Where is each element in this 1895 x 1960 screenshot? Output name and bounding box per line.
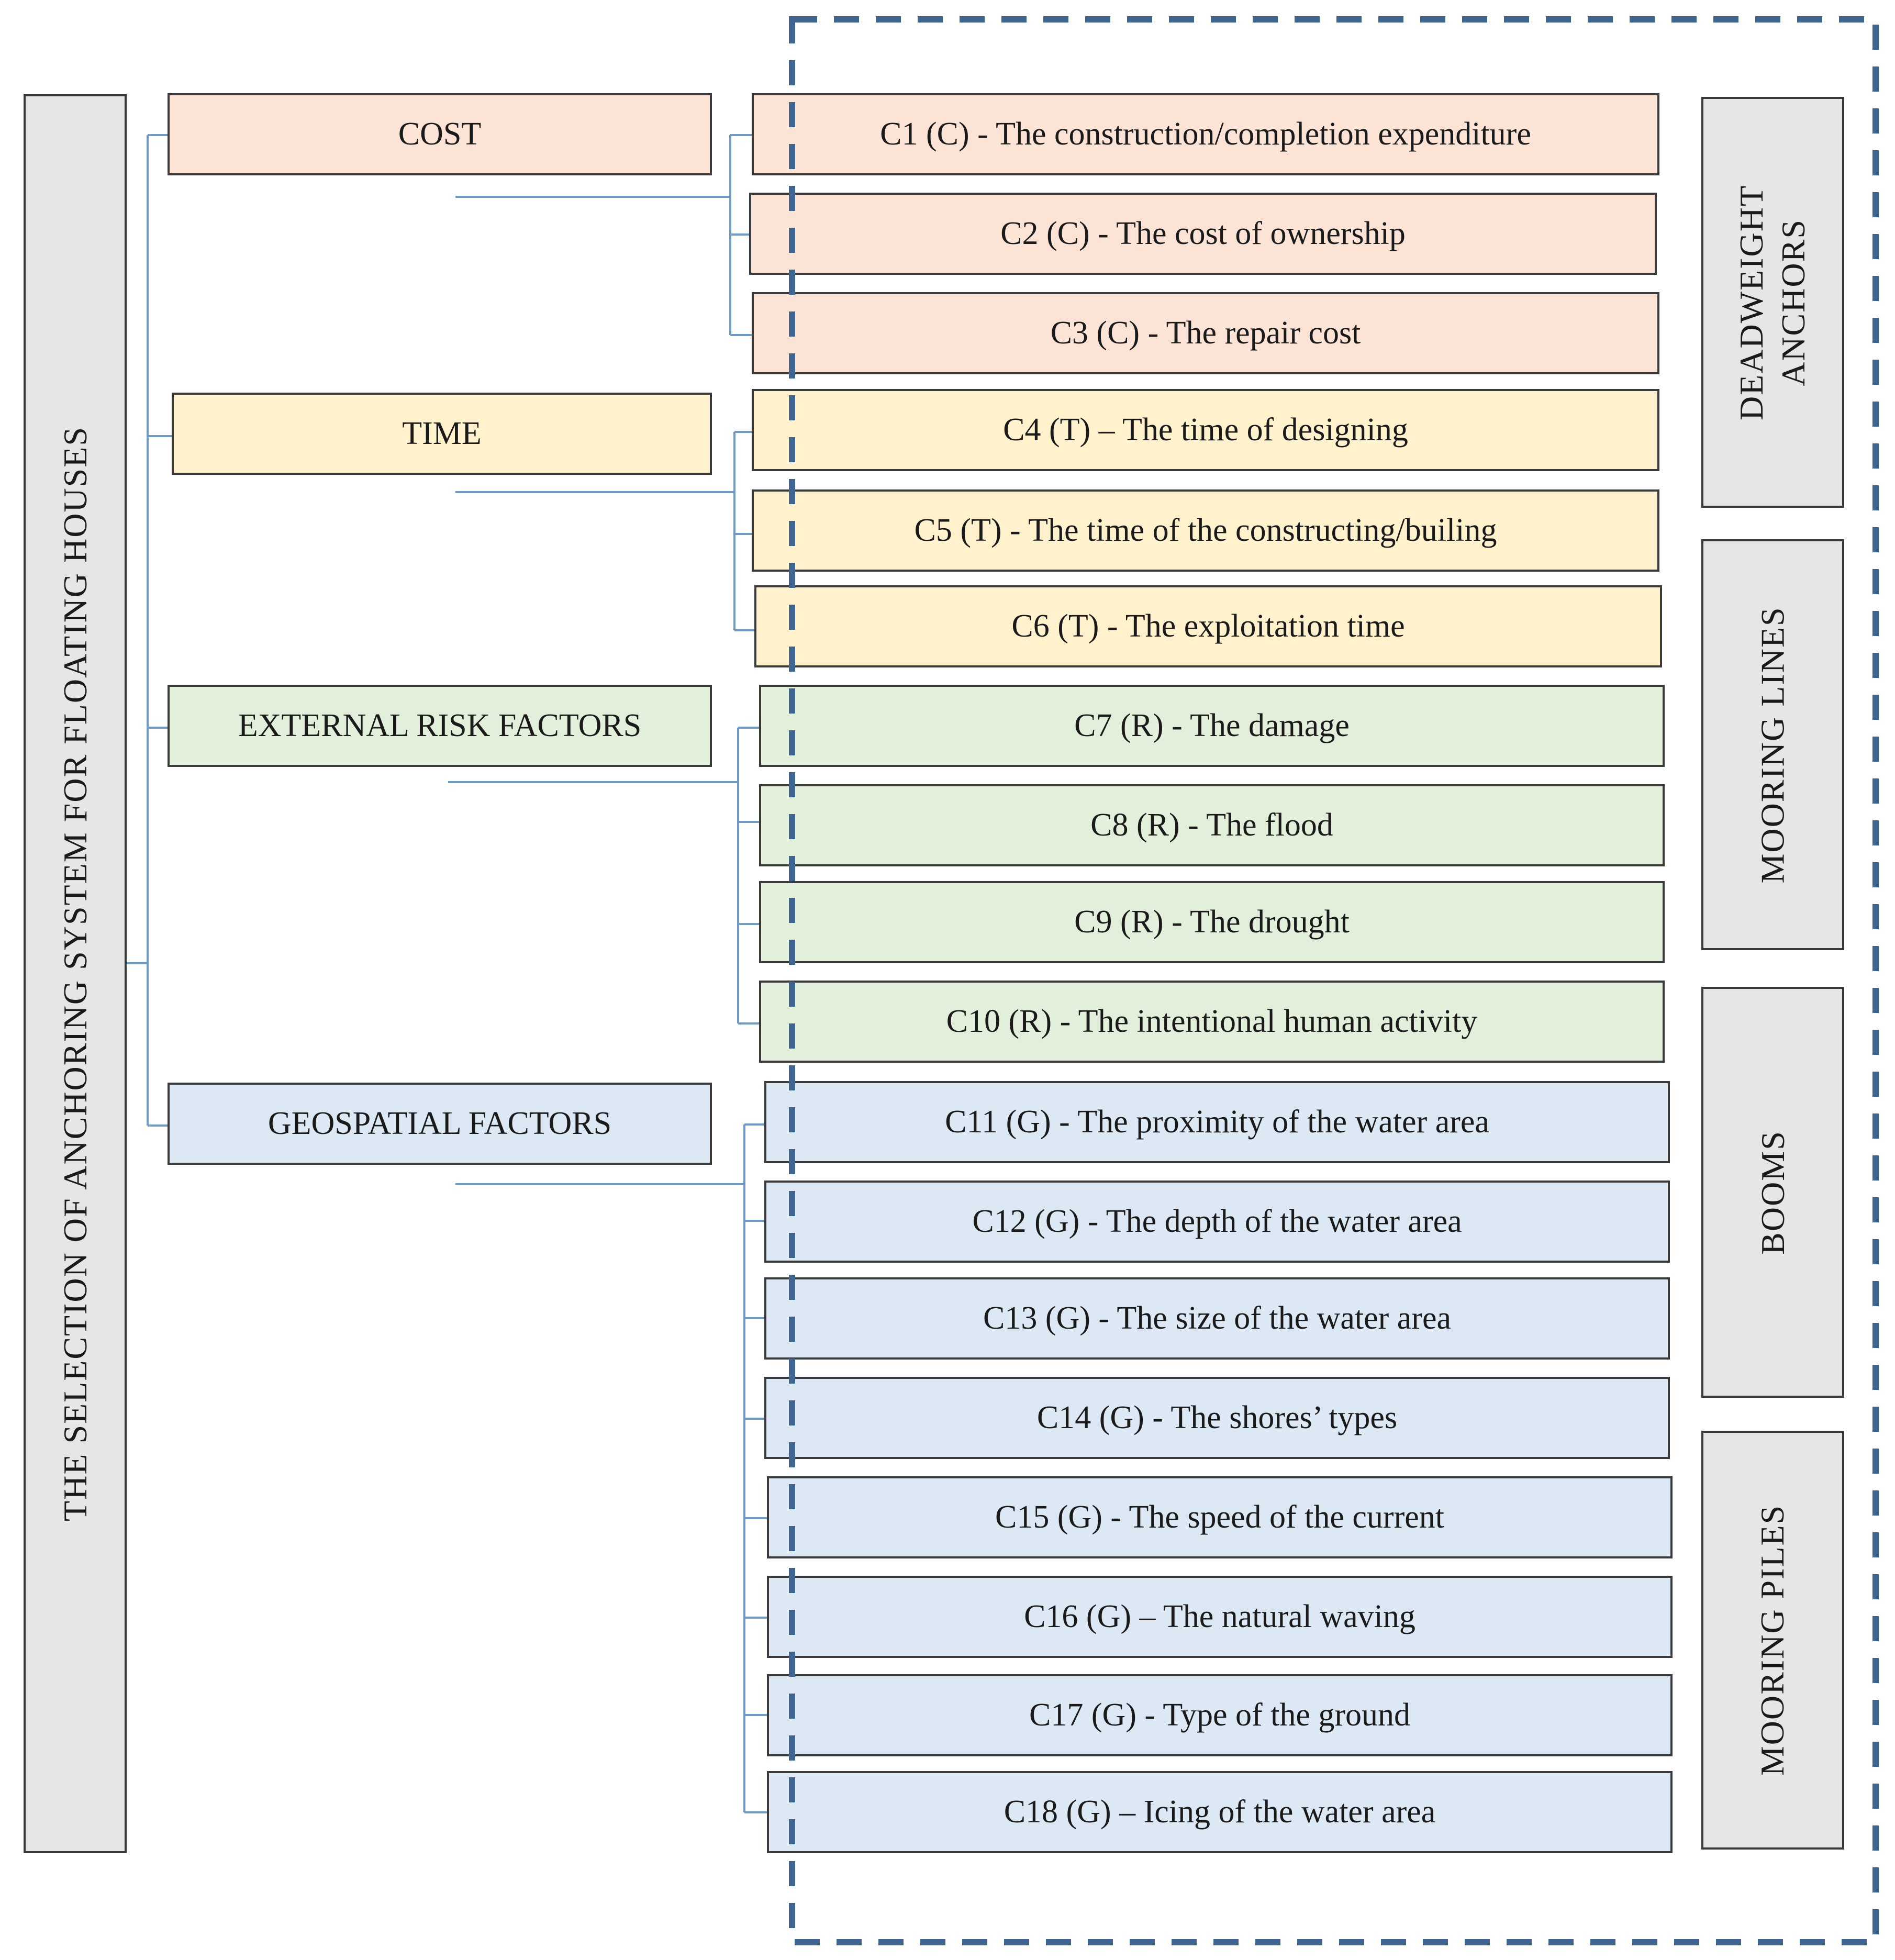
alternative-booms: BOOMS bbox=[1701, 987, 1844, 1398]
criterion-c9: C9 (R) - The drought bbox=[759, 881, 1665, 963]
criterion-c7: C7 (R) - The damage bbox=[759, 685, 1665, 767]
criterion-c6: C6 (T) - The exploitation time bbox=[754, 585, 1662, 667]
group-time: TIME bbox=[172, 393, 712, 475]
alternative-mooring-lines: MOORING LINES bbox=[1701, 539, 1844, 950]
alternative-mooring-piles: MOORING PILES bbox=[1701, 1431, 1844, 1850]
criterion-c15: C15 (G) - The speed of the current bbox=[767, 1476, 1673, 1558]
group-external-risk-factors: EXTERNAL RISK FACTORS bbox=[168, 685, 712, 767]
criterion-c10: C10 (R) - The intentional human activity bbox=[759, 981, 1665, 1063]
criterion-c12: C12 (G) - The depth of the water area bbox=[764, 1181, 1670, 1263]
criterion-c17: C17 (G) - Type of the ground bbox=[767, 1674, 1673, 1756]
group-geospatial-factors: GEOSPATIAL FACTORS bbox=[168, 1083, 712, 1165]
criterion-c4: C4 (T) – The time of designing bbox=[752, 389, 1659, 471]
criterion-c14: C14 (G) - The shores’ types bbox=[764, 1377, 1670, 1459]
criterion-c5: C5 (T) - The time of the constructing/bu… bbox=[752, 489, 1659, 572]
criterion-c8: C8 (R) - The flood bbox=[759, 784, 1665, 866]
group-cost: COST bbox=[168, 93, 712, 175]
criterion-c1: C1 (C) - The construction/completion exp… bbox=[752, 93, 1659, 175]
criterion-c11: C11 (G) - The proximity of the water are… bbox=[764, 1081, 1670, 1163]
criterion-c13: C13 (G) - The size of the water area bbox=[764, 1277, 1670, 1360]
root-box: THE SELECTION OF ANCHORING SYSTEM FOR FL… bbox=[24, 94, 127, 1853]
criterion-c16: C16 (G) – The natural waving bbox=[767, 1576, 1673, 1658]
criterion-c2: C2 (C) - The cost of ownership bbox=[749, 193, 1657, 275]
alternative-deadweight-anchors: DEADWEIGHT ANCHORS bbox=[1701, 97, 1844, 508]
criterion-c3: C3 (C) - The repair cost bbox=[752, 292, 1659, 374]
criterion-c18: C18 (G) – Icing of the water area bbox=[767, 1771, 1673, 1853]
